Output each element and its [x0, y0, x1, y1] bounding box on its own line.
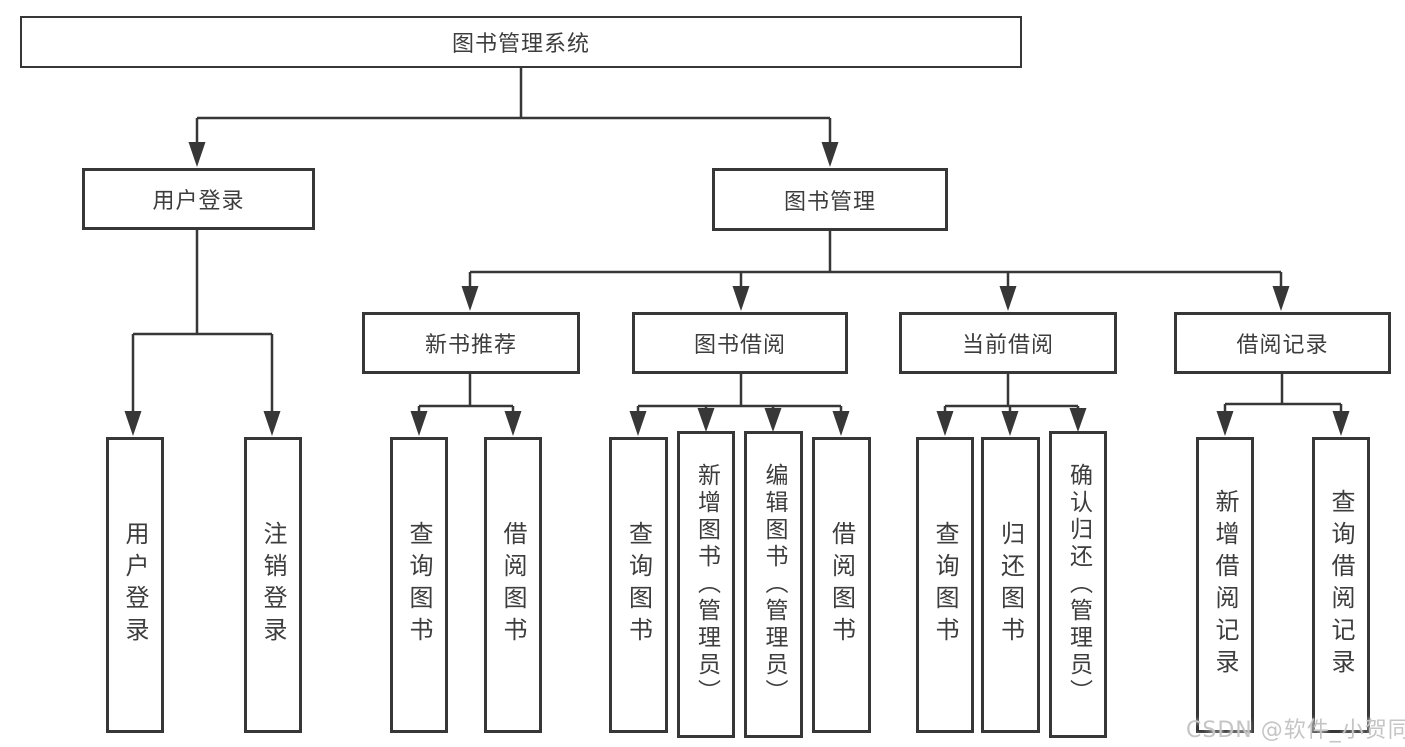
- leaf-add-book-admin-label: 新增图书（管理员）: [693, 463, 720, 706]
- leaf-query-book-current: 查询图书: [916, 437, 974, 733]
- arrow-bb-leaf4: [832, 411, 850, 436]
- node-book-borrow: 图书借阅: [632, 312, 848, 374]
- arrow-nb-leaf1: [410, 411, 428, 436]
- node-current-borrow: 当前借阅: [899, 312, 1117, 374]
- leaf-confirm-return-admin-label: 确认归还（管理员）: [1065, 463, 1092, 706]
- node-book-management: 图书管理: [712, 168, 948, 231]
- arrow-cb-leaf1: [936, 411, 954, 436]
- leaf-borrow-book: 借阅图书: [812, 437, 871, 733]
- leaf-logout: 注销登录: [244, 437, 302, 733]
- node-book-borrow-label: 图书借阅: [693, 333, 786, 358]
- node-library-system-label: 图书管理系统: [451, 32, 590, 57]
- arrow-cb-leaf2: [1001, 411, 1019, 436]
- arrow-bb-leaf2: [697, 408, 715, 432]
- node-current-borrow-label: 当前借阅: [961, 333, 1054, 358]
- leaf-query-book-borrow: 查询图书: [609, 437, 668, 733]
- leaf-edit-book-admin: 编辑图书（管理员）: [744, 431, 803, 738]
- node-new-book-recommend: 新书推荐: [362, 312, 580, 374]
- leaf-user-login-label: 用户登录: [121, 521, 149, 649]
- leaf-query-borrow-record: 查询借阅记录: [1312, 437, 1370, 733]
- arrow-current-borrow: [999, 286, 1017, 311]
- leaf-confirm-return-admin: 确认归还（管理员）: [1049, 431, 1107, 738]
- leaf-user-login: 用户登录: [106, 437, 164, 733]
- leaf-query-borrow-record-label: 查询借阅记录: [1327, 489, 1355, 681]
- arrow-bb-leaf1: [629, 411, 647, 436]
- leaf-add-borrow-record: 新增借阅记录: [1196, 437, 1254, 733]
- csdn-watermark: CSDN @软件_小贺同学: [1186, 718, 1405, 743]
- arrow-br-leaf1: [1216, 411, 1234, 436]
- arrow-nb-leaf2: [504, 411, 522, 436]
- leaf-query-book-recommend: 查询图书: [390, 437, 448, 733]
- leaf-return-book-label: 归还图书: [996, 521, 1025, 649]
- arrow-book-management: [821, 142, 839, 167]
- arrow-bb-leaf3: [764, 408, 782, 432]
- arrow-leaf-user-login: [124, 411, 142, 436]
- node-new-book-recommend-label: 新书推荐: [424, 333, 517, 358]
- node-borrow-records: 借阅记录: [1174, 312, 1391, 374]
- leaf-query-book-borrow-label: 查询图书: [624, 521, 653, 649]
- leaf-return-book: 归还图书: [981, 437, 1040, 733]
- leaf-borrow-book-recommend: 借阅图书: [484, 437, 542, 733]
- leaf-logout-label: 注销登录: [259, 521, 287, 649]
- node-user-login-label: 用户登录: [152, 189, 245, 214]
- node-book-management-label: 图书管理: [783, 189, 876, 215]
- arrow-cb-leaf3: [1069, 408, 1087, 432]
- arrow-leaf-logout: [263, 411, 281, 436]
- arrow-new-book-recommend: [461, 286, 479, 311]
- leaf-borrow-book-label: 借阅图书: [827, 521, 856, 649]
- leaf-add-borrow-record-label: 新增借阅记录: [1211, 489, 1239, 681]
- leaf-edit-book-admin-label: 编辑图书（管理员）: [761, 463, 787, 706]
- leaf-borrow-book-recommend-label: 借阅图书: [499, 521, 527, 649]
- node-borrow-records-label: 借阅记录: [1236, 333, 1329, 358]
- arrow-user-login: [188, 142, 206, 167]
- arrow-book-borrow: [732, 286, 750, 311]
- arrow-br-leaf2: [1332, 411, 1350, 436]
- leaf-query-book-current-label: 查询图书: [931, 521, 959, 649]
- leaf-query-book-recommend-label: 查询图书: [405, 521, 433, 649]
- node-user-login: 用户登录: [82, 168, 315, 230]
- arrow-borrow-records: [1272, 286, 1290, 311]
- node-library-system: 图书管理系统: [20, 16, 1022, 68]
- leaf-add-book-admin: 新增图书（管理员）: [677, 431, 735, 738]
